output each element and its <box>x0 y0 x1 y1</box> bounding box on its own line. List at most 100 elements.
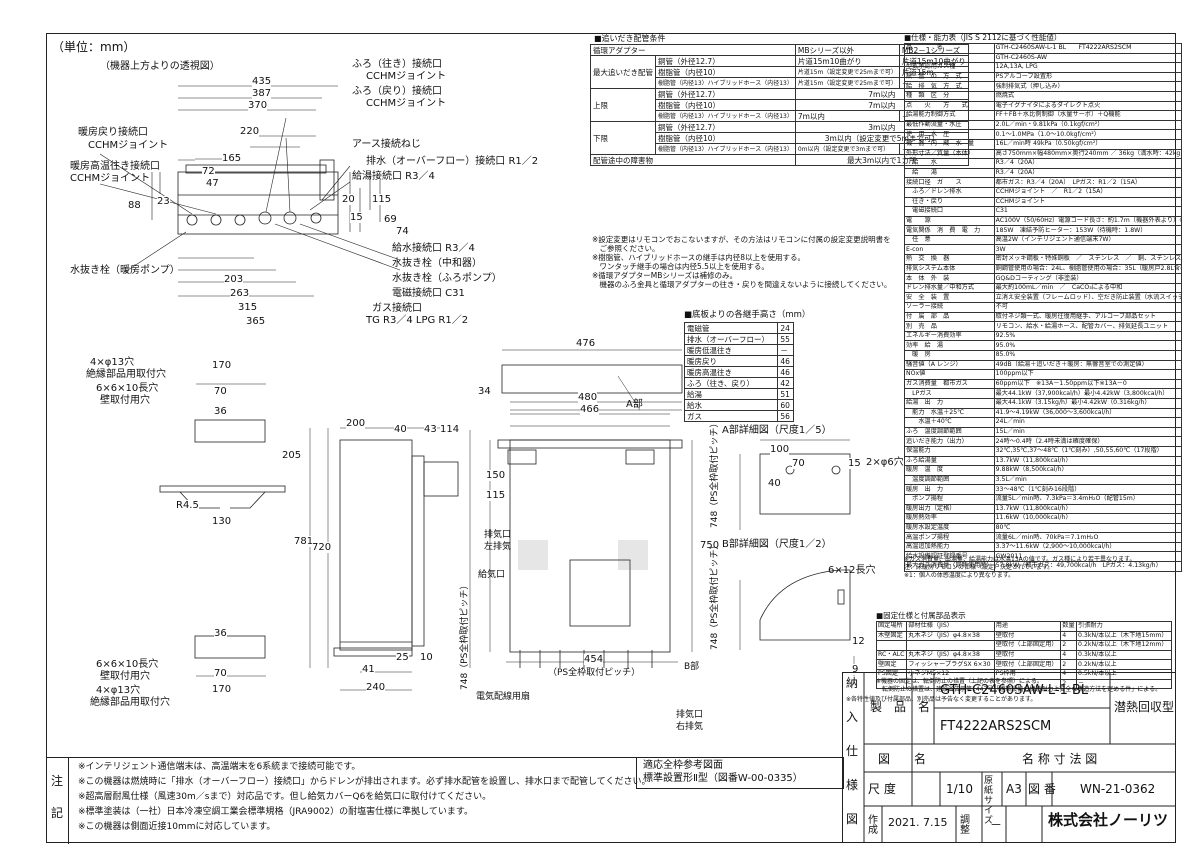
spec-label: LPガス <box>904 388 995 399</box>
spec-note: 注：床暖房リモコンの仕様（設定）決定されています。 <box>904 564 1054 571</box>
dim: 88 <box>128 200 141 211</box>
spec-value: 24時～0.4時（2.4時未満は確度確保） <box>993 436 1182 447</box>
heights-cell: 暖房高温往き <box>683 366 779 378</box>
heights-cell: ふろ（往き、戻り） <box>683 377 779 389</box>
fixing-head: 固定場所 <box>875 621 908 632</box>
spec-value: 85.0% <box>993 350 1182 361</box>
front-label: 排気口 <box>676 710 704 720</box>
spec-label: 往き・戻り <box>904 196 995 208</box>
spec-label: 給 湯 <box>904 167 995 179</box>
view-label: （機器上方よりの透視図） <box>100 61 220 72</box>
dim: 454 <box>584 654 604 665</box>
spec-value: 60ppm以下 ※13A－1.50ppm以下※13A－0 <box>993 378 1182 390</box>
date-label: 作成 <box>868 815 878 836</box>
note-line: ※この機器は燃焼時に「排水（オーバーフロー）接続口」からドレンが排出されます。必… <box>78 777 651 787</box>
front-vpitch: 748（PS全枠取付ピッチ） <box>460 580 470 690</box>
notes-label: 記 <box>51 806 64 820</box>
spec-value: 立消え安全装置（フレームロッド）、空だき防止装置（水流スイッチ）、過熱防止装置（… <box>993 292 1182 304</box>
rev-label: 調整 <box>960 815 970 836</box>
fixing-cell: 壁取付 <box>993 630 1062 642</box>
spec-label: 安 全 装 置 <box>904 292 995 304</box>
spec-label: 最低作動流量・水圧 <box>904 119 995 131</box>
reheating-cell: 樹脂管（内径13）ハイブリッドホース（内径13） <box>655 110 796 122</box>
spec-value: 49dB（給湯＋追いだき＋暖房：無響音室での測定値） <box>993 359 1182 371</box>
dim: 20 <box>342 194 355 205</box>
product-name-2: FT4222ARS2SCM <box>940 719 1052 734</box>
reheating-head: MBシリーズ以外 <box>794 44 900 56</box>
reheating-cell: 最大追いだき配管 <box>590 55 656 89</box>
title-block: 納 入 仕 様 図 製 品 名 GTH-C2460SAW-L-1 BL FT42… <box>842 672 1176 843</box>
side-view-body <box>339 439 413 651</box>
spec-label: 暖房 温 度 <box>904 465 995 476</box>
holes-label: 絶縁部品用取付穴 <box>86 369 166 380</box>
dim: 435 <box>252 76 272 87</box>
detail-a-vpitch: 748（PS全枠取付ピッチ） <box>710 418 720 528</box>
spec-value: 95.0% <box>993 340 1182 351</box>
spec-label <box>904 52 995 64</box>
product-label: 製 品 名 <box>870 700 931 714</box>
conn-label: 水抜き栓（暖房ポンプ） <box>70 265 180 276</box>
reheating-note: 機器のふろ金具と循環アダプターの往き・戻りを間違えないように接続してください。 <box>592 280 892 289</box>
fixing-cell <box>993 678 1062 690</box>
spec-row: ポンプ揚程流量5L／min時、7.3kPa＝3.4mH₂O（配管15m） <box>904 493 1182 505</box>
fixing-cell: 4 <box>1060 649 1078 661</box>
fixing-head: 用途 <box>993 621 1062 632</box>
dim: 34 <box>478 386 491 397</box>
reheating-cell: 樹脂管（内径10） <box>655 99 796 111</box>
spec-row: 給 排 気 方 式強制排気式（押し込み） <box>904 81 1182 92</box>
spec-value: 最大約100mL／min ／ CaCO₃による中和 <box>993 282 1182 294</box>
spec-value: 密封メッキ鋼板・特殊銅板 ／ ステンレス ／ 銅、ステンレス <box>993 254 1182 265</box>
spec-value: リモコン、給水・給湯ホース、配管カバー、排気延長ユニット <box>993 321 1182 332</box>
spec-label: 騒音値（A レンジ） <box>904 359 995 371</box>
spec-label: 給 水 <box>904 158 995 169</box>
fixing-cell <box>875 640 908 651</box>
drawing-no-label: 図 番 <box>1028 782 1056 796</box>
spec-value: CCHMジョイント ／ R1／2（15A） <box>993 186 1182 198</box>
conn-label: CCHMジョイント <box>70 173 151 184</box>
dim: 25 <box>396 652 409 663</box>
reheating-note: ※樹脂管、ハイブリッドホースの継手は内径8以上を使用する。 <box>592 253 806 262</box>
spec-value: PSアルコーブ設置形 <box>993 71 1182 83</box>
dim: 40 <box>768 478 781 489</box>
reheating-note: ※循環アダプターMBシリーズは補修のみ。 <box>592 271 738 280</box>
spec-label: 本 体 外 装 <box>904 273 995 284</box>
notes-box: 注 記 ※インテリジェント通信端末は、高温端末を6系統まで接続可能です。 ※この… <box>46 757 650 844</box>
spec-value: 取付ネジ類一式、暖房往復用継手、アルコーブ部品セット <box>993 311 1182 323</box>
reheating-note: ご参照ください。 <box>592 244 660 253</box>
spec-label: ソーラー接続 <box>904 302 995 313</box>
dim: 9 <box>852 664 859 675</box>
fixing-cell: 0.2kN/本以上（木下地12mm） <box>1076 640 1172 651</box>
spec-label: ふろ給湯量 <box>904 455 995 467</box>
reheating-cell: 配管途中の障害物 <box>590 154 796 166</box>
holes-label: 4×φ13穴 <box>96 685 141 696</box>
spec-label: ふろ 温度調節範囲 <box>904 426 995 438</box>
reheating-cell: 樹脂管（内径10） <box>655 66 796 78</box>
holes-label: 絶縁部品用取付穴 <box>90 697 170 708</box>
spec-value: 100ppm以下 <box>993 369 1182 380</box>
note-line: ※この機器は側面近接10mmに対応しています。 <box>78 822 276 832</box>
size-label: 原 紙 サイズ <box>984 776 994 826</box>
spec-note: ※ガス消費量、出湯量、給湯能力は水温13Aの値です。ガス種により若干異なります。 <box>904 556 1136 563</box>
front-label: 右排気 <box>676 722 704 732</box>
fixing-cell: 2 <box>1060 659 1078 670</box>
spec-label: 使 用 水 圧 <box>904 129 995 140</box>
spec-row: 追いだき能力（出力）24時～0.4時（2.4時未満は確度確保） <box>904 436 1182 447</box>
spec-row: 暖房出力（定格）13.7kW（11,800kcal/h） <box>904 503 1182 515</box>
spec-label: 機 器 内 蔵 水 量 <box>904 138 995 150</box>
fixing-cell: 4 <box>1060 630 1078 642</box>
front-label: 左排気 <box>484 542 512 552</box>
delivery-char: 入 <box>846 710 859 724</box>
fixing-cell: 0.2kN/本以上 <box>1076 659 1172 670</box>
spec-label: 設 置 の 方 式 <box>904 71 995 83</box>
spec-label: 品 名 <box>904 43 995 54</box>
spec-value: 最大44.1kW（37,900kcal/h）最小4.42kW（3,800kcal… <box>993 388 1182 399</box>
fixing-cell: 0.3kN/本以上（木下地15mm） <box>1076 630 1172 642</box>
fixing-cell: 丸木ネジ（JIS）φ4.8×38 <box>906 630 995 642</box>
spec-row: 別 売 品リモコン、給水・給湯ホース、配管カバー、排気延長ユニット <box>904 321 1182 332</box>
